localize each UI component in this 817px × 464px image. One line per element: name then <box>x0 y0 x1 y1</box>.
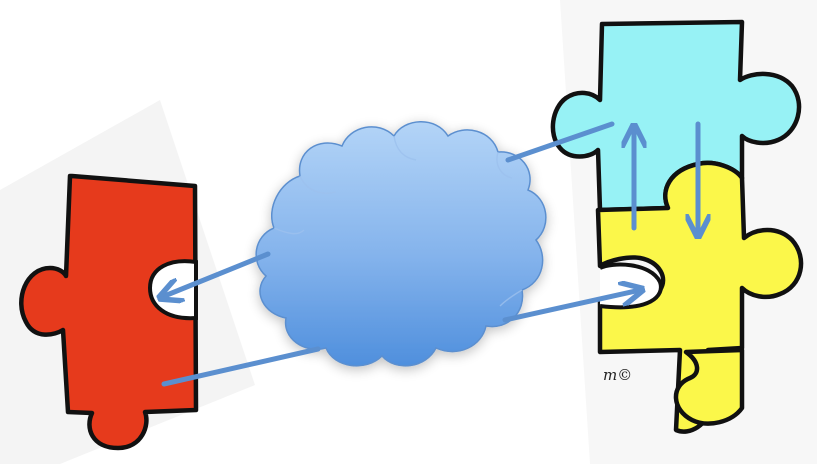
cloud-icon <box>256 122 546 366</box>
signature: m© <box>603 366 632 384</box>
